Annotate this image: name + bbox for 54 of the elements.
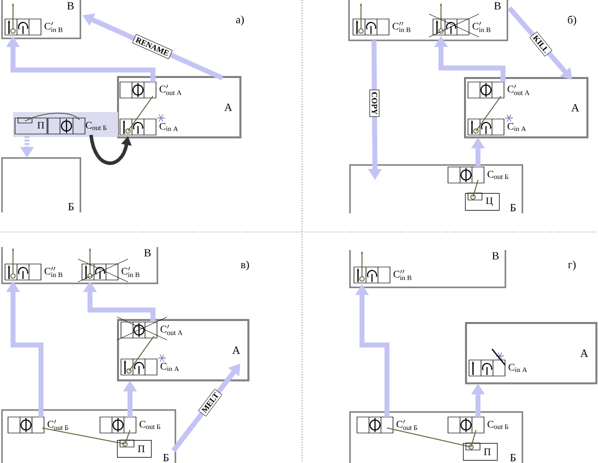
node-label: $\mathrm{C}^{\prime}_{\text{out Б}}$ <box>48 420 68 430</box>
node-label: $\mathrm{C}_{\text{out А}}^{\prime}$ <box>508 84 530 96</box>
socket-box: $\mathrm{C}_{\text{in А}}$ <box>120 354 180 376</box>
wire <box>128 96 154 132</box>
socket-box: $\mathrm{C}_{\text{in А}}$ <box>468 348 528 376</box>
node-label: $\mathrm{C}_{\text{in А}}$ <box>508 122 526 132</box>
wire <box>472 180 478 198</box>
socket-box: $\mathrm{C}^{\prime\prime}_{\text{in В}}$ <box>354 251 412 284</box>
wire <box>386 428 472 448</box>
edge-label: COPY <box>370 90 380 117</box>
socket-box: $\mathrm{C}^{\prime}_{\text{in В}}$ <box>428 3 490 38</box>
socket-box: $\mathrm{C}^{\prime\prime}_{\text{in В}}$ <box>4 248 62 280</box>
socket-box: $\mathrm{C}_{\text{out Б}}$ <box>100 416 160 434</box>
node-label: $\mathrm{C}_{\text{out А}}^{\prime}$ <box>160 84 182 96</box>
node-label: $\mathrm{C}^{\prime\prime}_{\text{in В}}$ <box>394 270 412 280</box>
socket-box: $\mathrm{C}_{\text{out А}}^{\prime}$ <box>116 316 183 340</box>
panel-label: б) <box>568 16 576 26</box>
node-label: $\mathrm{C}_{\text{out Б}}$ <box>488 170 508 180</box>
panel-label: а) <box>236 16 244 26</box>
socket-box: $\mathrm{C}_{\text{out А}}^{\prime}$ <box>468 82 530 98</box>
wire <box>42 428 126 444</box>
socket-box: $\mathrm{C}^{\prime}_{\text{in В}}$ <box>4 3 62 36</box>
plug-box: П <box>117 440 152 458</box>
wire <box>128 336 154 372</box>
socket-box: $\mathrm{C}_{\text{in А}}$ <box>120 114 178 136</box>
node-label: $\mathrm{C}_{\text{in А}}$ <box>160 362 180 372</box>
panel-label: г) <box>568 260 576 270</box>
wire <box>476 96 502 132</box>
socket-box: $\mathrm{C}_{\text{in А}}$ <box>468 114 526 136</box>
socket-box: $\mathrm{C}_{\text{out Б}}$ <box>448 166 508 184</box>
socket-box: $\mathrm{C}^{\prime\prime}_{\text{in В}}$ <box>352 3 410 36</box>
node-label: $\mathrm{C}^{\prime\prime}_{\text{in В}}$ <box>392 22 410 32</box>
system-box: Б <box>1 157 82 212</box>
node-label: $\mathrm{C}_{\text{out Б}}$ <box>140 420 160 430</box>
socket-box: $\mathrm{C}^{\prime}_{\text{out Б}}$ <box>356 416 418 434</box>
socket-box: $\mathrm{C}_{\text{out Б}}$ <box>448 416 508 434</box>
node-label: $\mathrm{C}^{\prime\prime}_{\text{in В}}$ <box>44 266 62 278</box>
panel-label: в) <box>240 260 249 270</box>
socket-box: $\mathrm{C}^{\prime}_{\text{out Б}}$ <box>8 416 68 434</box>
wire <box>470 430 476 448</box>
node-label: $\mathrm{C}^{\prime}_{\text{in В}}$ <box>122 266 140 278</box>
moving-socket: П $\mathrm{C}_{\text{out Б}}$ <box>13 112 118 137</box>
node-label: $\mathrm{C}_{\text{in А}}$ <box>508 364 528 372</box>
node-label: $\mathrm{C}_{\text{in А}}$ <box>160 122 178 132</box>
node-label: $\mathrm{C}^{\prime}_{\text{in В}}$ <box>44 22 62 32</box>
socket-box: $\mathrm{C}_{\text{out А}}^{\prime}$ <box>120 82 182 98</box>
plug-box: Ц <box>465 192 500 211</box>
node-label: $\mathrm{C}_{\text{out А}}^{\prime}$ <box>160 324 183 336</box>
node-label: $\mathrm{C}^{\prime}_{\text{in В}}$ <box>472 22 490 32</box>
plug-box: П <box>463 442 498 461</box>
node-label: $\mathrm{C}^{\prime}_{\text{out Б}}$ <box>396 420 418 430</box>
socket-box: $\mathrm{C}^{\prime}_{\text{in В}}$ <box>78 248 140 282</box>
node-label: $\mathrm{C}_{\text{out Б}}$ <box>488 420 508 430</box>
wire <box>124 430 130 444</box>
